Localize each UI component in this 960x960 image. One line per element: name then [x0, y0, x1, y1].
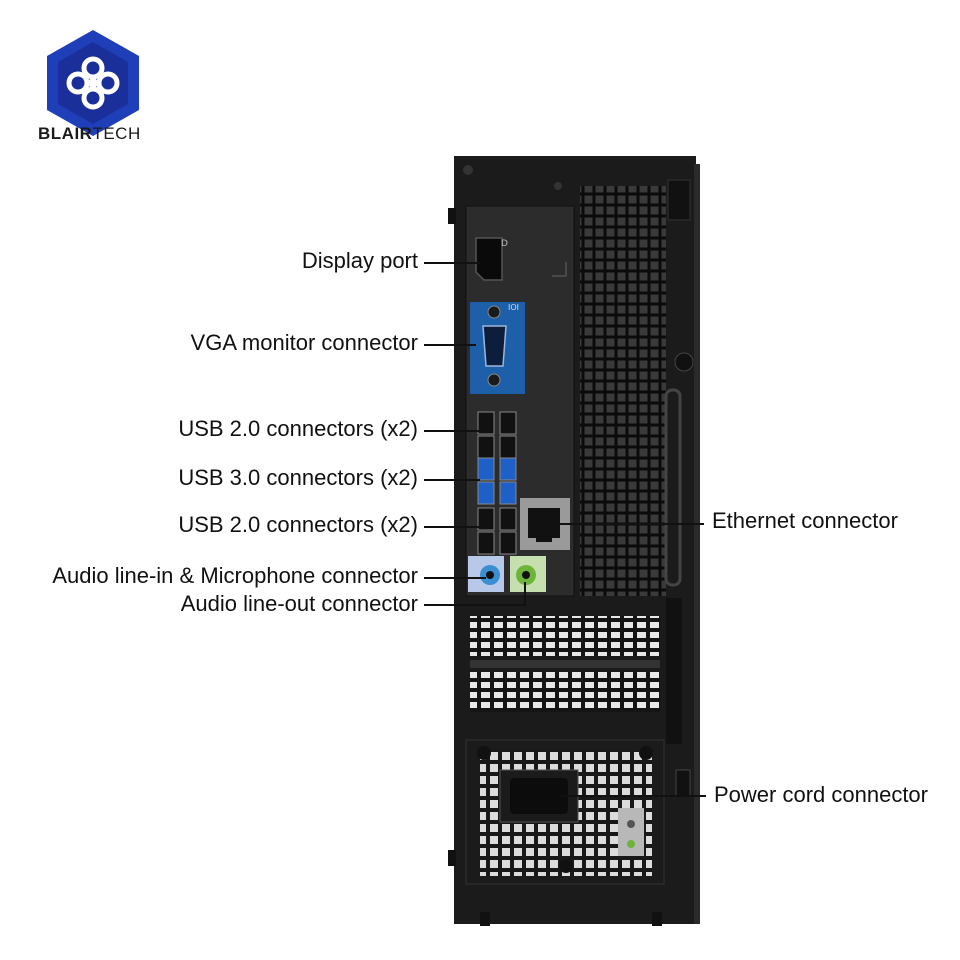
leader-vga	[424, 344, 476, 346]
brand-name-bold: BLAIR	[38, 124, 93, 143]
leader-usb2-top	[424, 430, 480, 432]
leader-power	[560, 795, 706, 797]
leader-audio-in	[424, 577, 486, 579]
label-audio-out: Audio line-out connector	[180, 591, 418, 616]
computer-tower-rear: D IOI	[448, 156, 700, 926]
audio-in-port	[468, 556, 504, 592]
label-audio-in: Audio line-in & Microphone connector	[52, 563, 418, 588]
leader-audio-out-vertical	[524, 582, 526, 606]
expansion-slots	[470, 598, 682, 744]
clover-logo-icon	[66, 56, 120, 110]
brand-name-thin: TECH	[92, 124, 141, 143]
usb3-ports	[477, 457, 517, 505]
blairtech-logo	[47, 30, 139, 136]
label-power: Power cord connector	[714, 782, 928, 807]
vga-port: IOI	[470, 302, 525, 394]
label-usb2-bottom: USB 2.0 connectors (x2)	[178, 512, 418, 537]
brand-name: BLAIRTECH	[38, 124, 141, 144]
label-ethernet: Ethernet connector	[712, 508, 898, 533]
usb2-ports-top	[477, 411, 517, 459]
leader-ethernet	[552, 523, 704, 525]
svg-text:D: D	[501, 239, 508, 249]
svg-text:IOI: IOI	[508, 303, 519, 312]
leader-usb2-bottom	[424, 526, 480, 528]
usb2-ports-bottom	[477, 507, 517, 555]
audio-out-port	[510, 556, 546, 592]
label-display-port: Display port	[301, 248, 418, 273]
vent-grill	[580, 186, 666, 596]
label-usb3: USB 3.0 connectors (x2)	[178, 465, 418, 490]
display-port: D	[475, 237, 508, 281]
leader-audio-out	[424, 604, 526, 606]
psu-test-button	[618, 808, 644, 856]
leader-usb3	[424, 479, 480, 481]
label-vga: VGA monitor connector	[190, 330, 418, 355]
label-usb2-top: USB 2.0 connectors (x2)	[178, 416, 418, 441]
leader-display-port	[424, 262, 480, 264]
